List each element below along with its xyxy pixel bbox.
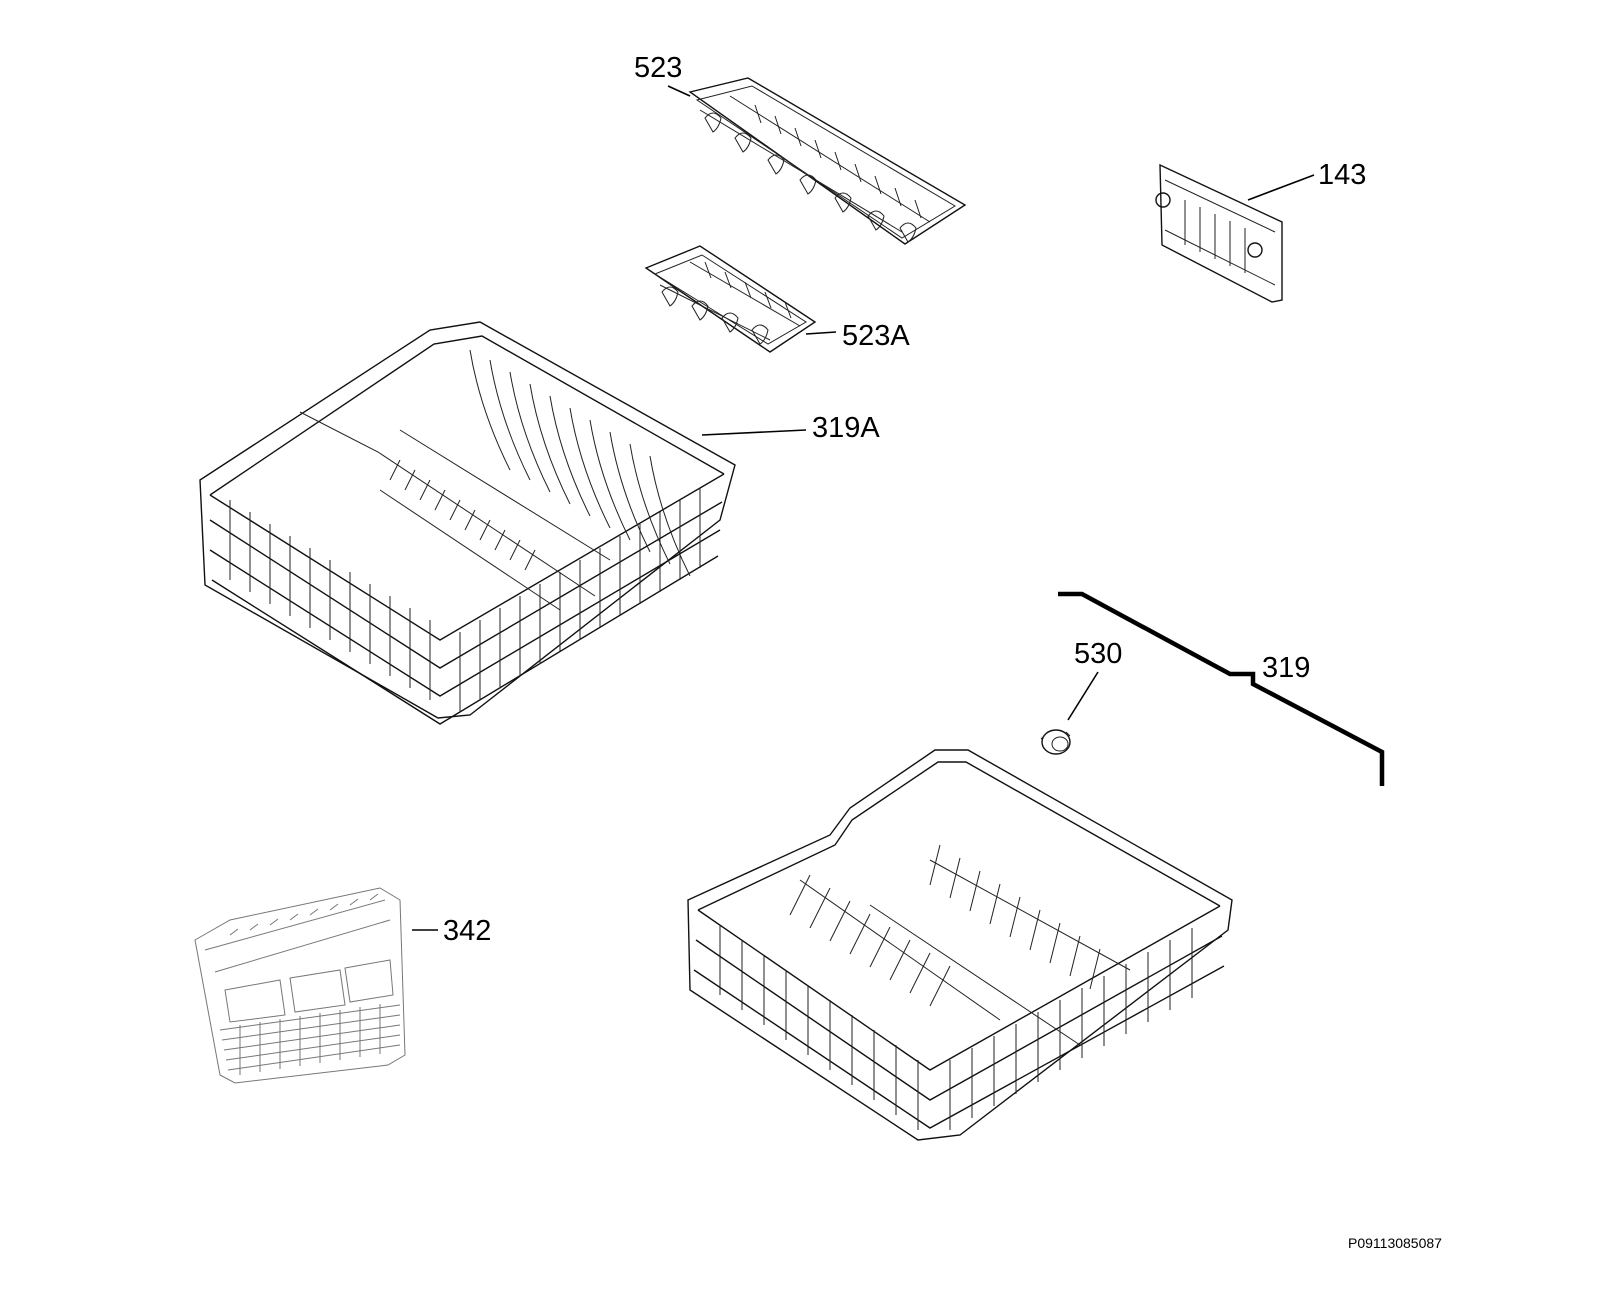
bracket-319 — [1058, 591, 1385, 786]
upper-basket-icon[interactable] — [199, 321, 736, 725]
leader-143 — [1247, 174, 1315, 201]
leader-523 — [667, 85, 691, 97]
callout-523a: 523A — [842, 320, 910, 352]
tine-rack-short-icon[interactable] — [644, 245, 817, 353]
callout-143: 143 — [1318, 159, 1367, 191]
document-id: P09113085087 — [1348, 1235, 1442, 1251]
lower-basket-icon[interactable] — [687, 749, 1233, 1141]
callout-523: 523 — [634, 52, 683, 84]
leader-319a — [701, 429, 807, 436]
callout-319a: 319A — [812, 412, 880, 444]
leader-523a — [805, 331, 837, 335]
callout-530: 530 — [1074, 638, 1123, 670]
callout-342: 342 — [443, 915, 492, 947]
tine-rack-long-icon[interactable] — [688, 77, 967, 245]
leader-530 — [1067, 671, 1099, 721]
callout-319: 319 — [1262, 652, 1311, 684]
wheel-icon[interactable] — [1040, 729, 1071, 755]
cutlery-basket-icon[interactable] — [194, 887, 406, 1084]
bracket-icon[interactable] — [1155, 163, 1283, 303]
